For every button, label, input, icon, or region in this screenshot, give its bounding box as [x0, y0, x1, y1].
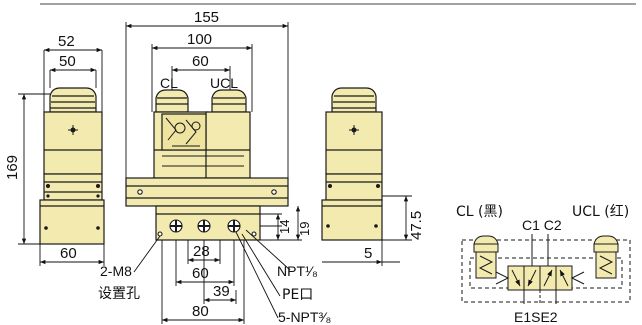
dim-60-top [171, 66, 231, 90]
dim-label-169: 169 [4, 155, 21, 180]
dim-label-50: 50 [59, 53, 76, 70]
left-button [49, 87, 97, 113]
dim-label-60-bottom: 60 [192, 265, 209, 282]
dim-100 [151, 44, 253, 112]
left-view-marks [44, 125, 100, 230]
manifold-body [125, 177, 289, 207]
dim-60-left [39, 244, 105, 266]
dim-label-100: 100 [187, 31, 212, 48]
right-side-view [321, 87, 383, 241]
leader-lines [133, 229, 291, 319]
schematic: CL (黑) UCL (红) C1 C2 E1SE2 [456, 204, 631, 325]
pe-port-label: PE口 [282, 287, 313, 303]
right-button [331, 87, 377, 113]
dim-label-39: 39 [213, 283, 230, 300]
schematic-e1se2-label: E1SE2 [514, 309, 558, 325]
dim-label-14: 14 [277, 220, 292, 234]
npt5-label: 5-NPT³⁄₈ [278, 309, 331, 325]
right-lower-block [321, 199, 383, 241]
m8-label: 2-M8 [100, 263, 132, 279]
right-upper-body [325, 111, 383, 175]
dim-52 [43, 47, 103, 112]
cl-label: CL [160, 75, 178, 91]
front-view-details [162, 117, 244, 167]
schematic-valve-arrows [511, 269, 569, 287]
dim-5 [322, 240, 400, 266]
dim-47-5 [382, 195, 412, 241]
dim-label-155: 155 [194, 9, 219, 26]
dim-39 [203, 240, 237, 304]
dim-label-5: 5 [364, 245, 372, 262]
mount-hole-label: 设置孔 [98, 286, 140, 302]
dim-80 [161, 240, 245, 324]
dim-14-19 [260, 206, 302, 241]
left-upper-body [43, 111, 103, 175]
front-port-cross [170, 220, 240, 232]
dim-155 [125, 22, 289, 178]
schematic-cl-label: CL (黑) [456, 204, 503, 220]
dim-label-60-top: 60 [192, 53, 209, 70]
npt-label: NPT¹⁄₈ [277, 263, 318, 279]
schematic-ucl-button [593, 235, 619, 279]
dim-169 [18, 93, 50, 245]
mechanism-block [161, 113, 207, 151]
ucl-housing [205, 111, 251, 179]
dim-label-80: 80 [192, 303, 209, 320]
schematic-c1c2-label: C1 C2 [522, 217, 562, 233]
left-side-view [39, 87, 105, 245]
right-middle-body [325, 173, 383, 201]
ucl-button [211, 89, 247, 113]
dim-50 [49, 67, 97, 88]
dim-label-47-5: 47.5 [408, 211, 425, 240]
ucl-label: UCL [210, 75, 238, 91]
dim-60-bottom [175, 240, 235, 286]
dim-label-52: 52 [58, 33, 75, 50]
dim-label-28: 28 [193, 243, 210, 260]
left-lower-block [39, 199, 105, 245]
front-view [125, 89, 289, 241]
schematic-cl-button [473, 235, 499, 279]
schematic-ucl-label: UCL (红) [572, 204, 629, 220]
schematic-valve [495, 265, 585, 291]
right-view-marks [326, 125, 380, 228]
dim-label-60-left: 60 [60, 245, 77, 262]
cl-button [155, 89, 189, 113]
left-middle-body [43, 173, 103, 201]
dim-label-19: 19 [297, 222, 312, 236]
